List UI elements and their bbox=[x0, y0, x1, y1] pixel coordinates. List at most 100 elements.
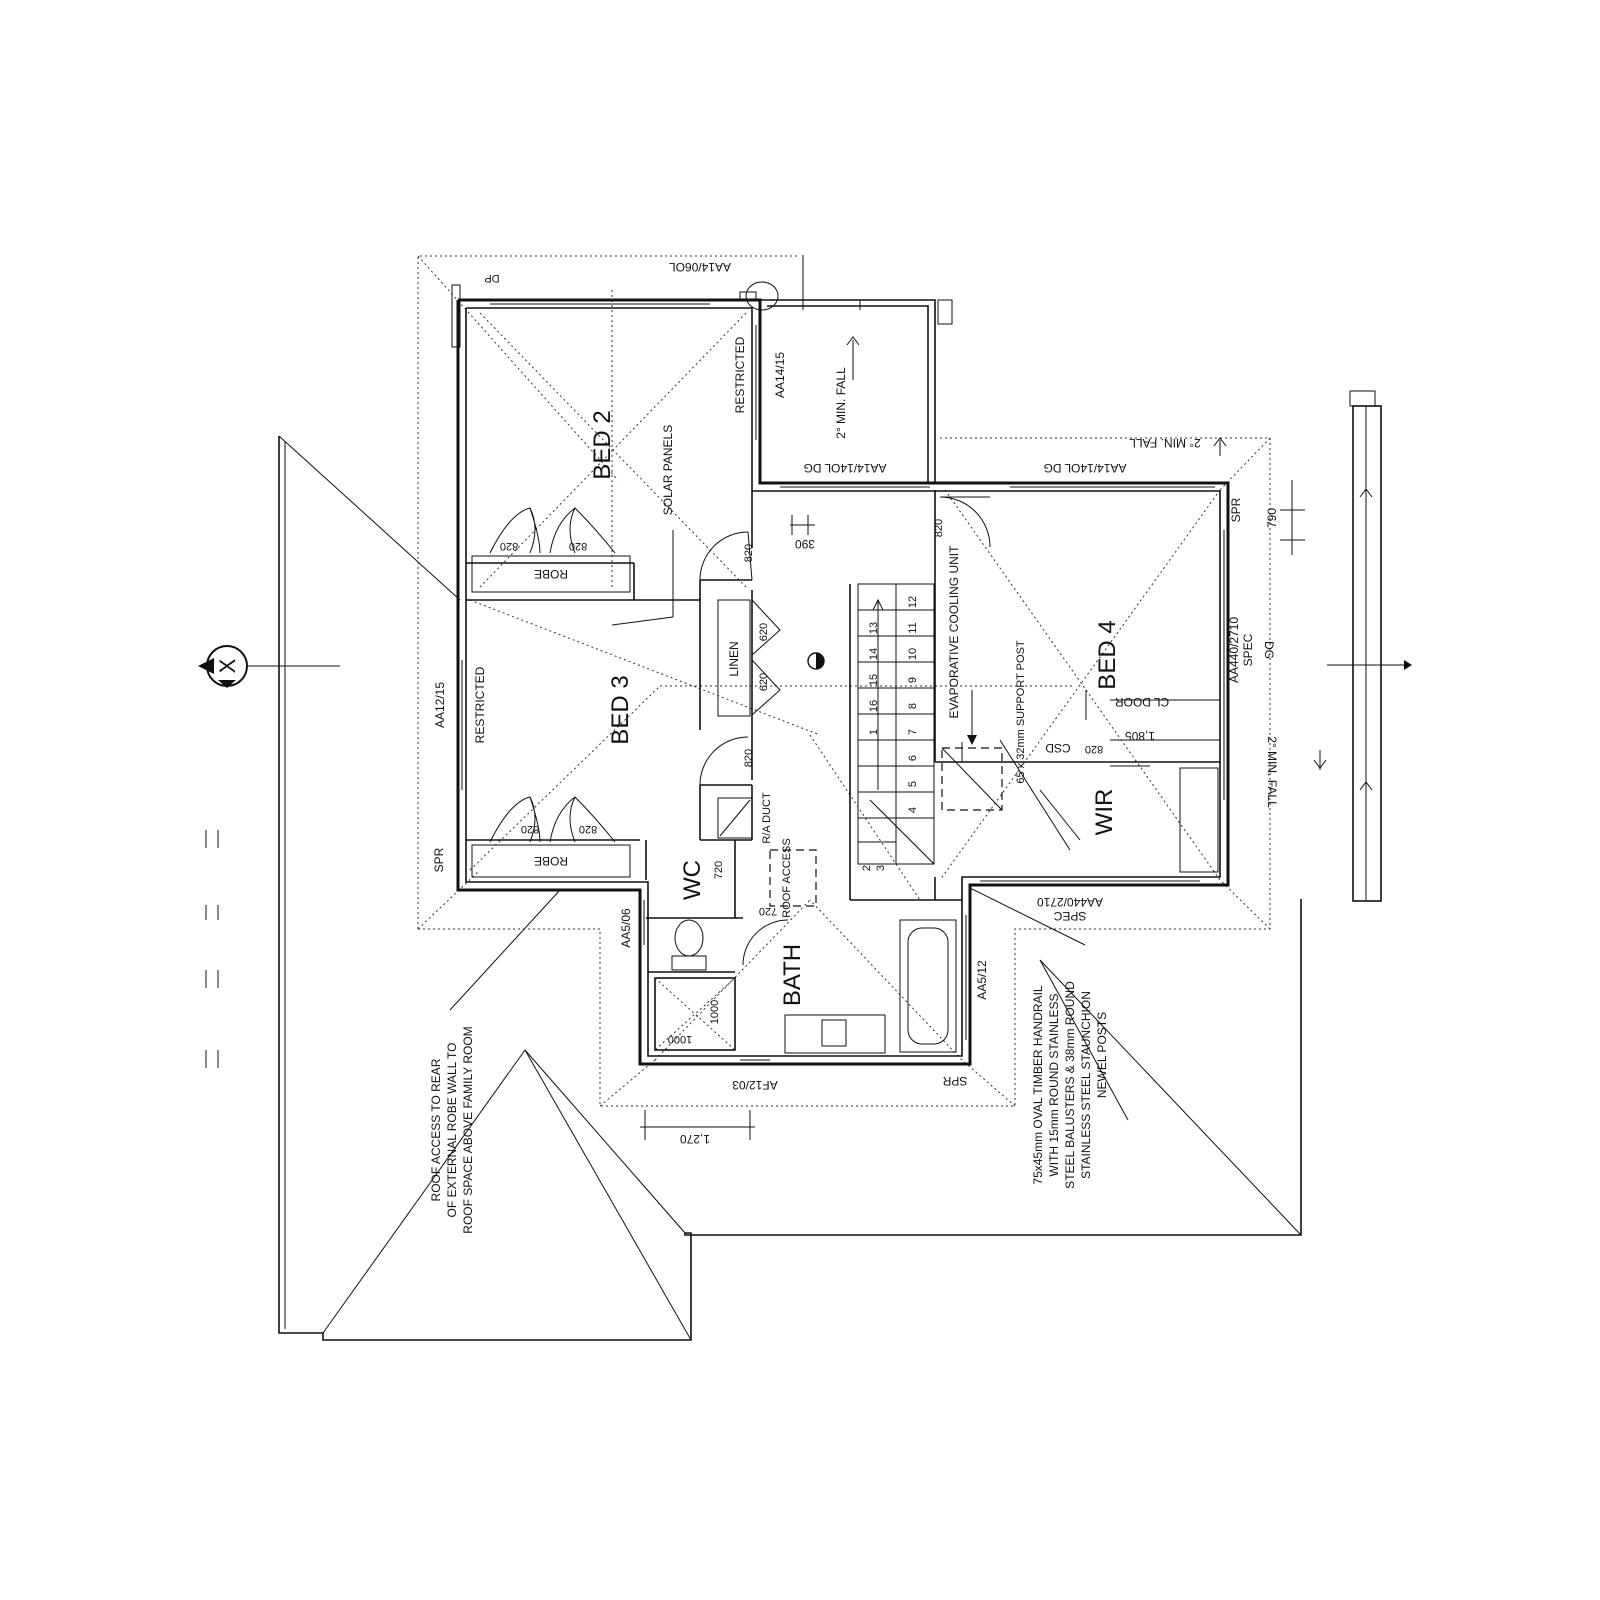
window-label-bed4-right-dg: DG bbox=[1262, 641, 1276, 659]
doors bbox=[699, 496, 1150, 966]
room-label-bed2: BED 2 bbox=[589, 410, 616, 479]
roof-right-strip bbox=[1327, 390, 1412, 902]
scale-marks bbox=[205, 830, 219, 1068]
room-labels: BED 2 BED 3 BED 4 WC BATH WIR bbox=[589, 410, 1121, 1006]
dimension-labels: 820 820 820 390 820 620 620 820 820 820 … bbox=[500, 508, 1279, 1146]
window-label-bath-side: AA5/12 bbox=[975, 960, 989, 1000]
fall-arrows bbox=[846, 300, 1327, 770]
room-label-wc: WC bbox=[679, 860, 706, 900]
dim-bed3-robe-b: 820 bbox=[579, 823, 597, 835]
csd-label: CSD bbox=[1045, 741, 1071, 755]
ra-duct-label: R/A DUCT bbox=[761, 792, 773, 844]
stair-number: 16 bbox=[868, 700, 880, 712]
section-marker-label: X bbox=[215, 658, 240, 673]
bathtub bbox=[899, 919, 957, 1053]
ra-duct bbox=[717, 797, 753, 839]
spr-label: SPR bbox=[432, 847, 446, 872]
stair-number: 6 bbox=[907, 755, 919, 761]
exterior-walls bbox=[451, 284, 1230, 1066]
dim-bed3-robe-a: 820 bbox=[521, 823, 539, 835]
section-marker: X bbox=[198, 645, 340, 688]
dim-csd-820: 820 bbox=[1085, 743, 1103, 755]
roof-access-note-line1: ROOF ACCESS TO REAR bbox=[429, 1058, 443, 1201]
dim-linen-a: 620 bbox=[758, 623, 770, 641]
roof-access-note-line2: OF EXTERNAL ROBE WALL TO bbox=[445, 1043, 459, 1218]
window-label-bed2-restricted: RESTRICTED bbox=[733, 336, 747, 413]
dim-shower-b: 1000 bbox=[668, 1033, 692, 1045]
stair-numbers: 2 3 4 5 6 7 8 9 10 11 12 13 14 15 16 1 bbox=[861, 596, 919, 871]
eaves-outline bbox=[417, 255, 1271, 1107]
fall-label-top: 2° MIN. FALL bbox=[834, 367, 848, 439]
dim-door-bath: 720 bbox=[759, 905, 777, 917]
stair-number: 11 bbox=[907, 622, 919, 633]
interior-walls bbox=[466, 490, 1220, 973]
window-label-wc-side: AA5/06 bbox=[619, 908, 633, 948]
dp-label: DP bbox=[484, 272, 499, 284]
wir-shelving bbox=[941, 699, 1220, 873]
window-label-bath-bottom: AF12/03 bbox=[732, 1078, 778, 1092]
stair-number: 5 bbox=[907, 781, 919, 787]
window-marks bbox=[461, 291, 1225, 1061]
roof-access-hatch bbox=[769, 849, 817, 907]
handrail-note-line5: NEWEL POSTS bbox=[1095, 1012, 1109, 1098]
dim-bed2-robe-b: 820 bbox=[569, 540, 587, 552]
room-label-bed3: BED 3 bbox=[607, 675, 634, 744]
window-labels: AA14/06OL AA14/15 RESTRICTED RESTRICTED … bbox=[433, 260, 1276, 1092]
stair-number: 1 bbox=[868, 729, 880, 735]
fall-label-right-bottom: 2° MIN. FALL bbox=[1265, 736, 1279, 808]
evap-cooling-pointer bbox=[807, 652, 977, 745]
vanity bbox=[784, 1014, 886, 1054]
note-handrail: 75x45mm OVAL TIMBER HANDRAIL WITH 15mm R… bbox=[1031, 981, 1109, 1189]
stair-number: 15 bbox=[868, 674, 880, 686]
dim-door-bed3: 820 bbox=[743, 749, 755, 767]
spr-label: SPR bbox=[1229, 497, 1243, 522]
stair-number: 2 bbox=[861, 865, 873, 871]
stair-number: 13 bbox=[868, 622, 880, 634]
fall-labels: 2° MIN. FALL 2° MIN. FALL 2° MIN. FALL bbox=[834, 367, 1279, 808]
fixture-labels: ROBE ROBE LINEN R/A DUCT ROOF ACCESS EVA… bbox=[484, 272, 1169, 918]
handrail-note-line4: STAINLESS STEEL STAUNCHION bbox=[1079, 991, 1093, 1179]
stair-number: 4 bbox=[907, 807, 919, 813]
leader-lines bbox=[449, 255, 1086, 1011]
window-label-bed3-side: AA12/15 bbox=[433, 682, 447, 728]
stair-number: 14 bbox=[868, 648, 880, 660]
dim-door-bed4: 820 bbox=[933, 519, 945, 537]
room-label-bath: BATH bbox=[779, 944, 806, 1006]
evap-cooling-label: EVAPORATIVE COOLING UNIT bbox=[947, 545, 961, 719]
room-label-wir: WIR bbox=[1091, 789, 1118, 836]
solar-panels-label: SOLAR PANELS bbox=[661, 425, 675, 515]
robe-label-top: ROBE bbox=[534, 567, 568, 581]
linen-cupboard bbox=[717, 599, 781, 717]
staircase bbox=[857, 583, 935, 865]
window-label-bed4-right-spec: SPEC bbox=[1241, 633, 1255, 666]
cl-door-label: CL DOOR bbox=[1115, 695, 1170, 709]
dim-790: 790 bbox=[1265, 508, 1279, 528]
stair-number: 12 bbox=[907, 596, 919, 608]
stair-number: 10 bbox=[907, 648, 919, 660]
fall-label-right-top: 2° MIN. FALL bbox=[1129, 436, 1201, 450]
toilet bbox=[671, 919, 707, 971]
roof-access-label: ROOF ACCESS bbox=[781, 838, 793, 917]
handrail-note-line3: STEEL BALUSTERS & 38mm ROUND bbox=[1063, 981, 1077, 1189]
robe-label-bottom: ROBE bbox=[534, 854, 568, 868]
note-roof-access: ROOF ACCESS TO REAR OF EXTERNAL ROBE WAL… bbox=[429, 1026, 475, 1233]
linen-label: LINEN bbox=[727, 641, 741, 676]
robe-bed2 bbox=[471, 555, 631, 593]
dim-door-wc: 720 bbox=[713, 861, 725, 879]
window-label-bed4-right: AA440/2710 bbox=[1227, 617, 1241, 683]
room-label-bed4: BED 4 bbox=[1094, 620, 1121, 689]
shower bbox=[654, 977, 736, 1051]
handrail-note-line2: WITH 15mm ROUND STAINLESS bbox=[1047, 993, 1061, 1176]
window-label-bed4-top-1: AA14/14OL DG bbox=[804, 461, 887, 475]
spr-labels: SPR SPR SPR bbox=[432, 497, 1243, 1088]
window-label-bed2-side: AA14/15 bbox=[773, 352, 787, 398]
spr-label: SPR bbox=[942, 1074, 967, 1088]
dim-390: 390 bbox=[795, 537, 815, 551]
stair-number: 8 bbox=[907, 703, 919, 709]
support-post-label: 65 x 32mm SUPPORT POST bbox=[1015, 640, 1027, 784]
handrail-note-line1: 75x45mm OVAL TIMBER HANDRAIL bbox=[1031, 985, 1045, 1184]
dim-door-bed2: 820 bbox=[743, 544, 755, 562]
window-label-top: AA14/06OL bbox=[669, 260, 731, 274]
robe-doors bbox=[489, 507, 616, 843]
